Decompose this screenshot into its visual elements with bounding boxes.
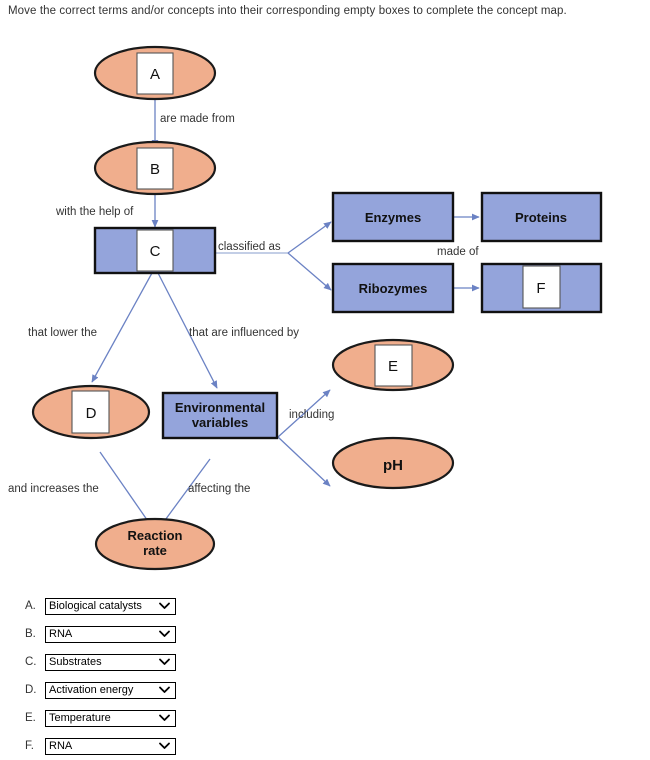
node-b[interactable]: B [93,140,217,196]
node-f[interactable]: F [480,262,603,314]
node-a-letter: A [150,66,160,83]
answer-key-b: B. [25,628,36,640]
node-a[interactable]: A [93,45,217,101]
node-ribozymes-label: Ribozymes [359,281,428,296]
node-e-letter: E [388,358,398,375]
edge-label-d-to-rate: and increases the [8,483,99,495]
edge-label-env-to-rate: affecting the [188,483,250,495]
instruction-text: Move the correct terms and/or concepts i… [8,5,567,17]
answer-key-e: E. [25,712,36,724]
chevron-down-icon[interactable] [156,658,175,666]
answer-key-d: D. [25,684,37,696]
node-reaction-rate-line2: rate [143,543,167,558]
node-ph-label: pH [383,457,403,474]
answer-row-f: F. RNA [0,732,650,760]
dropdown-a-value: Biological catalysts [49,599,142,612]
node-c-letter: C [150,243,161,260]
dropdown-d-value: Activation energy [49,683,134,696]
chevron-down-icon[interactable] [156,602,175,610]
connector-env-to-rate [159,458,211,528]
dropdown-e[interactable]: Temperature [45,709,176,727]
connector-d-to-rate [99,451,153,528]
node-env-label-line2: variables [192,415,248,430]
node-enzymes: Enzymes [331,191,455,243]
answer-row-e: E. Temperature [0,704,650,732]
answer-key-c: C. [25,656,37,668]
answer-list: A. Biological catalysts B. RNA C. Substr… [0,592,650,760]
node-d[interactable]: D [31,384,151,440]
node-reaction-rate: Reaction rate [94,517,216,571]
edge-label-b-to-c: with the help of [55,206,134,218]
chevron-down-icon[interactable] [156,742,175,750]
node-ribozymes: Ribozymes [331,262,455,314]
node-enzymes-label: Enzymes [365,210,421,225]
dropdown-b[interactable]: RNA [45,625,176,643]
connector-env-to-branch [277,389,331,487]
dropdown-f[interactable]: RNA [45,737,176,755]
edge-label-env-to-branch: including [289,409,334,421]
node-proteins-label: Proteins [515,210,567,225]
answer-row-d: D. Activation energy [0,676,650,704]
dropdown-e-value: Temperature [49,711,111,724]
answer-row-a: A. Biological catalysts [0,592,650,620]
chevron-down-icon[interactable] [156,630,175,638]
edge-label-c-to-d: that lower the [28,327,97,339]
dropdown-c[interactable]: Substrates [45,653,176,671]
connector-c-to-d [91,272,153,383]
node-e[interactable]: E [331,338,455,392]
node-env-label-line1: Environmental [175,400,265,415]
node-environmental-variables: Environmental variables [161,391,279,440]
edge-label-a-to-b: are made from [160,113,235,125]
dropdown-b-value: RNA [49,627,73,640]
edge-label-c-to-branch: classified as [218,241,281,253]
dropdown-a[interactable]: Biological catalysts [45,597,176,615]
answer-row-c: C. Substrates [0,648,650,676]
node-f-letter: F [536,280,545,297]
dropdown-f-value: RNA [49,739,73,752]
node-reaction-rate-line1: Reaction [128,528,183,543]
answer-key-f: F. [25,740,34,752]
chevron-down-icon[interactable] [156,686,175,694]
node-c[interactable]: C [93,226,217,275]
node-ph: pH [331,436,455,490]
connector-c-to-branch [215,221,332,291]
answer-key-a: A. [25,600,36,612]
edge-label-enzymes-to-proteins: made of [437,246,479,258]
concept-map: are made from with the help of classifie… [8,45,603,571]
connector-c-to-env [157,272,218,389]
answer-row-b: B. RNA [0,620,650,648]
edge-label-c-to-env: that are influenced by [189,327,299,339]
dropdown-d[interactable]: Activation energy [45,681,176,699]
node-proteins: Proteins [480,191,603,243]
dropdown-c-value: Substrates [49,655,102,668]
node-b-letter: B [150,161,160,178]
chevron-down-icon[interactable] [156,714,175,722]
node-d-letter: D [86,405,97,422]
